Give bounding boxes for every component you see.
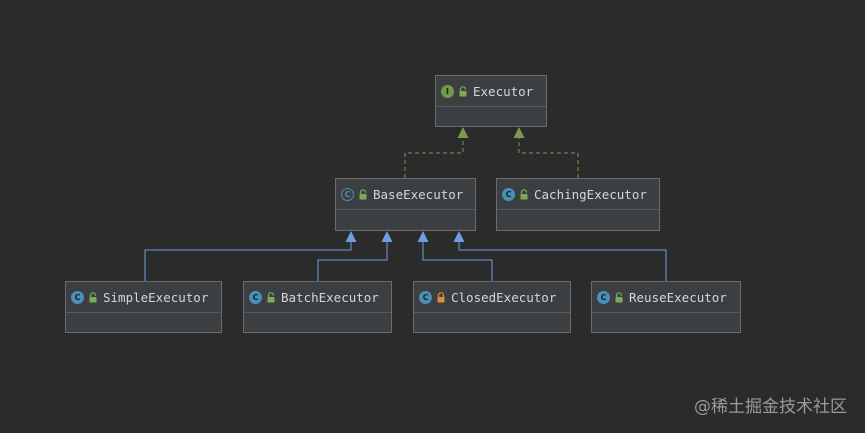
node-title: BaseExecutor (373, 186, 464, 202)
watermark: @稀土掘金技术社区 (694, 397, 847, 417)
class-icon: C (597, 290, 610, 304)
implements-edge-caching (518, 138, 579, 178)
interface-icon: I (441, 84, 454, 98)
reuse-executor-node[interactable]: C ReuseExecutor (591, 281, 741, 333)
inner-class-icon: C (419, 290, 432, 304)
closed-executor-node[interactable]: C ClosedExecutor (413, 281, 571, 333)
node-title: ClosedExecutor (451, 289, 557, 305)
unlocked-icon (614, 288, 624, 307)
batch-executor-node[interactable]: C BatchExecutor (243, 281, 392, 333)
node-title: BatchExecutor (281, 289, 379, 305)
extends-edge-closed (422, 242, 493, 281)
unlocked-icon (358, 185, 368, 204)
node-title: SimpleExecutor (103, 289, 209, 305)
implements-arrowhead (513, 127, 525, 138)
node-title: Executor (473, 83, 534, 99)
unlocked-icon (458, 82, 468, 101)
extends-arrowhead (417, 231, 429, 242)
unlocked-icon (519, 185, 529, 204)
extends-edge-reuse (458, 242, 667, 281)
node-title: CachingExecutor (534, 186, 647, 202)
node-title: ReuseExecutor (629, 289, 727, 305)
class-icon: C (249, 290, 262, 304)
implements-arrowhead (457, 127, 469, 138)
extends-edge-batch (317, 242, 388, 281)
executor-node[interactable]: I Executor (435, 75, 547, 127)
simple-executor-node[interactable]: C SimpleExecutor (65, 281, 222, 333)
implements-edge-base (404, 138, 464, 178)
unlocked-icon (266, 288, 276, 307)
extends-arrowhead (381, 231, 393, 242)
extends-arrowhead (453, 231, 465, 242)
extends-edge-simple (144, 242, 352, 281)
class-icon: C (71, 290, 84, 304)
base-executor-node[interactable]: C BaseExecutor (335, 178, 476, 231)
caching-executor-node[interactable]: C CachingExecutor (496, 178, 660, 231)
extends-arrowhead (345, 231, 357, 242)
locked-icon (436, 288, 446, 307)
unlocked-icon (88, 288, 98, 307)
abstract-class-icon: C (341, 187, 354, 201)
class-icon: C (502, 187, 515, 201)
